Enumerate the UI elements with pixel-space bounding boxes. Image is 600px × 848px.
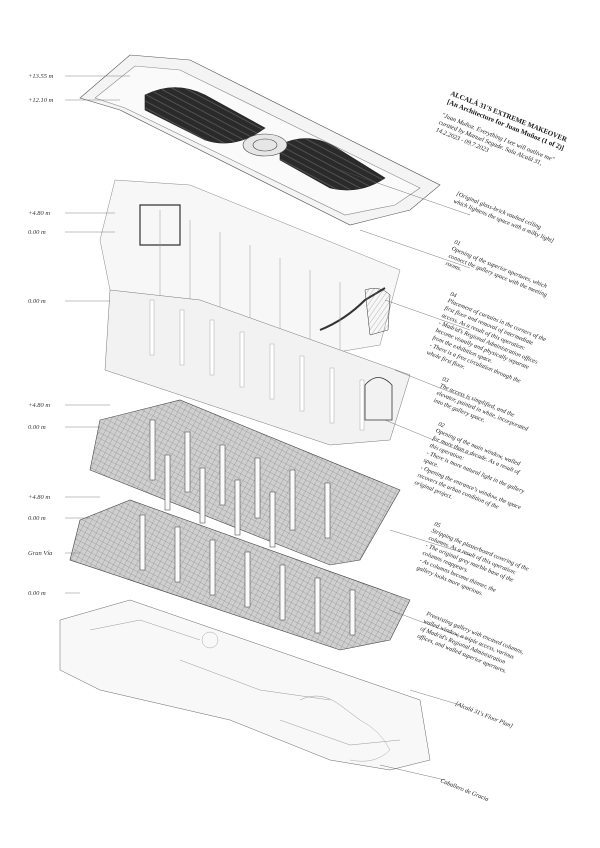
annotation-02: 02 Opening of the main window, walled fo… xyxy=(414,421,526,511)
annotation-leaders xyxy=(339,169,471,781)
annotation-05: 05 Stripping the plasterboard covering o… xyxy=(416,521,530,598)
street-label: Caballero de Gracia xyxy=(439,777,489,803)
level-label: 0.00 m xyxy=(28,515,46,522)
annotation-line: which lightens the space with a milky li… xyxy=(452,198,555,245)
level-label: +12.10 m xyxy=(28,97,54,104)
floor-plan-label: [Alcalá 31's Floor Plan] xyxy=(454,700,514,730)
glass-brick-vault-left xyxy=(144,87,266,144)
glass-brick-vault-right xyxy=(279,138,386,191)
level-label: +13.55 m xyxy=(28,73,54,80)
annotation-street: Caballero de Gracia xyxy=(439,777,489,803)
gallery-floor-layer xyxy=(89,399,401,566)
upper-floor-layer xyxy=(99,179,401,356)
annotation-number: 02 xyxy=(437,421,445,430)
annotation-number: 01 xyxy=(453,239,461,248)
ceiling-layer xyxy=(79,54,441,226)
annotation-line: connect the gallery space with the meeti… xyxy=(448,253,548,299)
level-label: 0.00 m xyxy=(28,424,46,431)
annotation-number: 04 xyxy=(449,291,457,300)
context-floor-plan xyxy=(59,599,431,771)
annotation-preexisting: Preexisting gallery with encased columns… xyxy=(416,610,525,675)
annotation-number: 03 xyxy=(441,376,449,385)
level-label: 0.00 m xyxy=(28,298,46,305)
first-floor-layer xyxy=(104,289,411,446)
annotation-floor-plan: [Alcalá 31's Floor Plan] xyxy=(454,700,514,730)
level-label: +4.80 m xyxy=(28,402,50,409)
title-block: ALCALÁ 31'S EXTREME MAKEOVER [An Archite… xyxy=(435,89,569,167)
ground-floor-layer xyxy=(69,499,411,651)
annotation-ceiling: [Original glass-brick vaulted ceiling wh… xyxy=(452,190,555,245)
level-label: +4.80 m xyxy=(28,494,50,501)
level-label: +4.80 m xyxy=(28,210,50,217)
level-label: 0.00 m xyxy=(28,229,46,236)
level-leaders xyxy=(65,75,130,594)
annotation-01: 01 Opening of the superior apertures, wh… xyxy=(445,239,548,299)
level-labels: +13.55 m +12.10 m +4.80 m 0.00 m 0.00 m … xyxy=(28,73,54,597)
level-label: 0.00 m xyxy=(28,590,46,597)
level-label: Gran Vía xyxy=(28,550,52,557)
annotation-line: Opening of the superior apertures, which xyxy=(451,245,548,290)
annotation-number: 05 xyxy=(433,521,441,530)
